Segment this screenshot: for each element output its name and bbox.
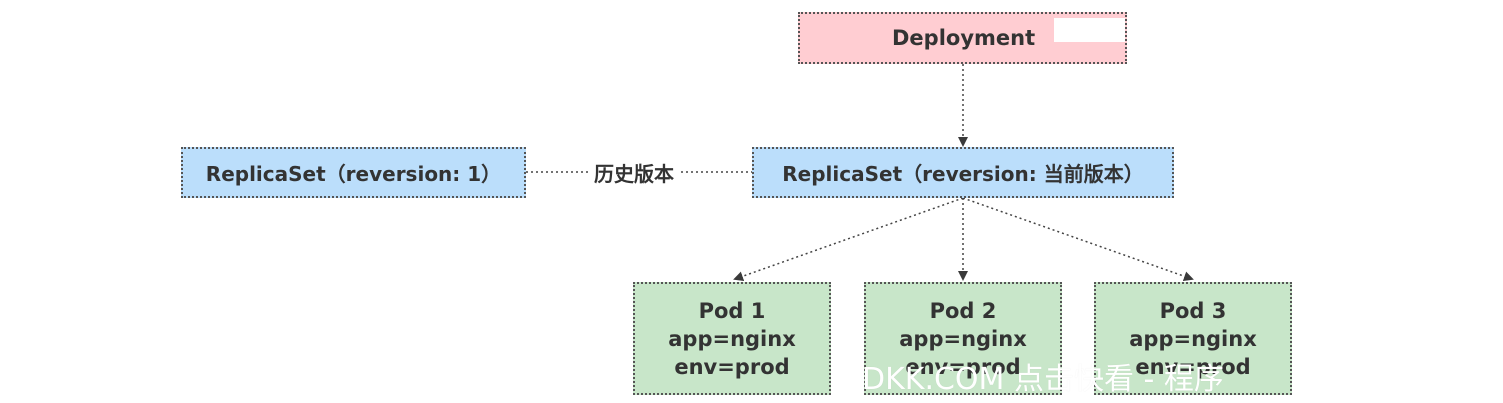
history-edge-label: 历史版本 (588, 160, 680, 188)
watermark-text: DKK.COM 点击快看 - 程序 (862, 362, 1224, 397)
pod-node-2: Pod 2 app=nginx env=prod (864, 282, 1062, 395)
replicaset-to-pod3-arrow (962, 197, 1194, 282)
pod-node-3: Pod 3 app=nginx env=prod (1094, 282, 1292, 395)
replicaset-current-node: ReplicaSet（reversion: 当前版本） (752, 147, 1174, 198)
pod-app-label: app=nginx (899, 326, 1027, 351)
pod-name: Pod 3 (1159, 298, 1227, 323)
pod-env-label: env=prod (905, 354, 1021, 379)
pod-name: Pod 1 (698, 298, 766, 323)
deployment-blank-patch (1054, 18, 1125, 42)
replicaset-current-label: ReplicaSet（reversion: 当前版本） (782, 162, 1144, 186)
replicaset-old-label: ReplicaSet（reversion: 1） (205, 162, 502, 186)
pod-app-label: app=nginx (668, 326, 796, 351)
pod-name: Pod 2 (929, 298, 997, 323)
pod-node-1: Pod 1 app=nginx env=prod (633, 282, 831, 395)
pod-env-label: env=prod (674, 354, 790, 379)
pod-env-label: env=prod (1135, 354, 1251, 379)
replicaset-to-pod1-arrow (733, 197, 964, 282)
deployment-label: Deployment (892, 26, 1036, 50)
replicaset-old-node: ReplicaSet（reversion: 1） (181, 147, 526, 198)
pod-app-label: app=nginx (1129, 326, 1257, 351)
